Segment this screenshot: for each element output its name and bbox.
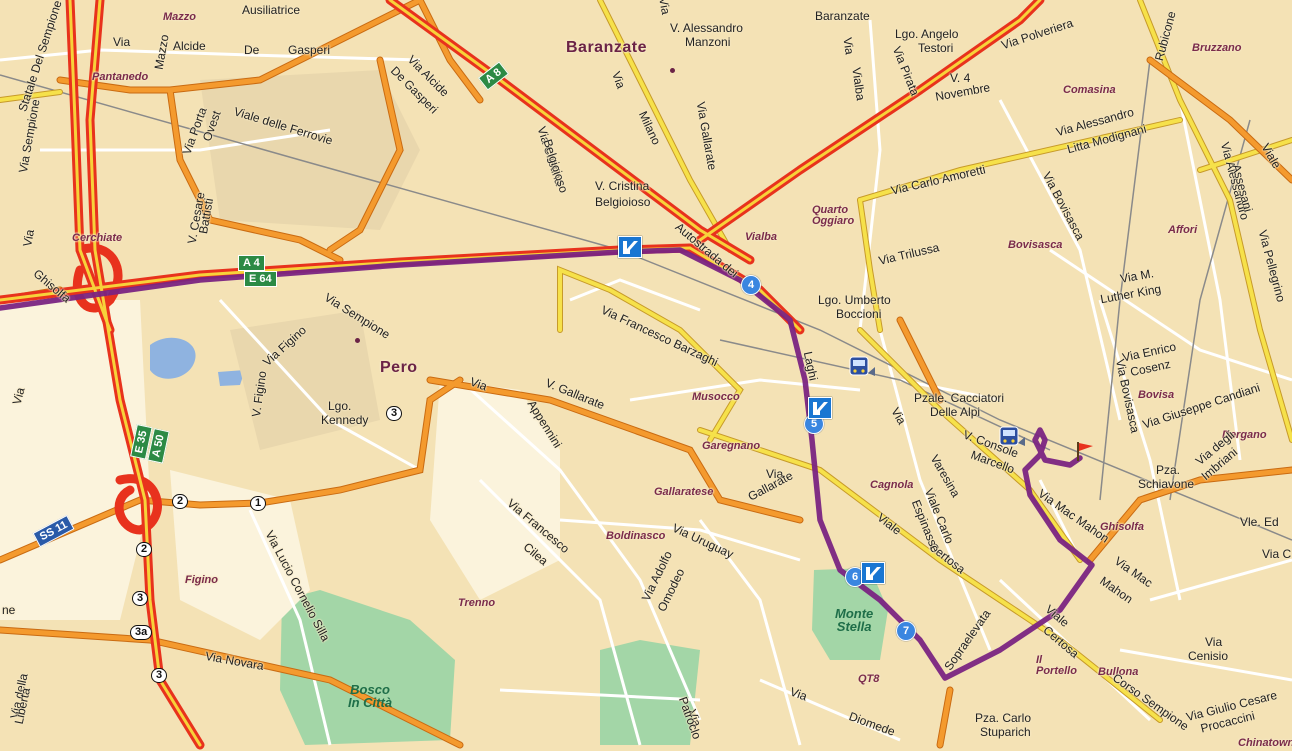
- town-dot-pero: [355, 338, 360, 343]
- suburb-bruzzano: Bruzzano: [1192, 42, 1242, 54]
- street-label: Kennedy: [321, 413, 369, 427]
- street-label: V. 4: [950, 71, 971, 85]
- street-label: Alcide: [173, 39, 206, 53]
- secondary-roads: [0, 0, 1292, 722]
- open-area-center: [430, 380, 560, 600]
- suburb-gallaratese: Gallaratese: [654, 486, 714, 498]
- street-label: V. Cristina: [595, 179, 650, 193]
- train-station-icon[interactable]: [998, 425, 1026, 449]
- highway-exit-icon[interactable]: [861, 562, 885, 584]
- street-label: Pza.: [1156, 463, 1181, 477]
- street-label: Boccioni: [836, 307, 882, 321]
- lake-pero: [150, 337, 196, 379]
- suburb-bovisasca: Bovisasca: [1008, 239, 1063, 251]
- rail-lines: [0, 59, 1292, 541]
- street-label: Pzale. Cacciatori: [914, 391, 1005, 405]
- suburb-mazzo: Mazzo: [163, 11, 196, 23]
- street-label: Lgo.: [328, 399, 352, 413]
- suburb-bullona: Bullona: [1098, 666, 1139, 678]
- destination-flag-icon[interactable]: [1074, 440, 1096, 462]
- street-label: Via: [1205, 635, 1223, 649]
- suburb-quarto-oggiaro: Quarto Oggiaro: [812, 204, 855, 227]
- exit-badge: 3a: [130, 625, 153, 640]
- street-label: Delle Alpi: [930, 405, 981, 419]
- suburb-affori: Affori: [1168, 224, 1198, 236]
- street-label: De: [244, 43, 260, 57]
- exit-badge: 1: [250, 496, 267, 511]
- street-label: Stuparich: [980, 725, 1031, 739]
- street-label: Via: [113, 35, 131, 49]
- train-station-icon[interactable]: [848, 355, 876, 379]
- suburb-ghisolfa: Ghisolfa: [1100, 521, 1145, 533]
- exit-badge: 2: [136, 542, 153, 557]
- street-label: Schiavone: [1138, 477, 1195, 491]
- suburb-dergano: Dergano: [1222, 429, 1267, 441]
- exit-badge: 2: [172, 494, 189, 509]
- suburb-vialba: Vialba: [745, 231, 777, 243]
- street-label: Testori: [918, 41, 954, 55]
- suburb-boldinasco: Boldinasco: [606, 530, 666, 542]
- street-label: Gasperi: [288, 43, 331, 57]
- street-label: Baranzate: [815, 9, 870, 23]
- street-label: Vle. Ed: [1240, 515, 1279, 529]
- highway-exit-icon[interactable]: [808, 397, 832, 419]
- suburb-musocco: Musocco: [692, 391, 740, 403]
- street-label: Via: [20, 228, 37, 248]
- park-bosco-in-citta: [280, 590, 455, 745]
- street-label: Lgo. Umberto: [818, 293, 891, 307]
- suburb-garegnano: Garegnano: [702, 440, 761, 452]
- road-shield-a4: A 4: [238, 255, 265, 271]
- street-label: Via: [840, 36, 857, 56]
- street-label: Pza. Carlo: [975, 711, 1032, 725]
- suburb-trenno: Trenno: [458, 597, 496, 609]
- minor-roads: [0, 19, 1292, 746]
- town-dot-baranzate: [670, 68, 675, 73]
- industrial-area: [200, 70, 420, 230]
- exit-badge: 3: [151, 668, 168, 683]
- town-label-pero: Pero: [380, 359, 418, 376]
- suburb-il-portello: Il Portello: [1036, 654, 1077, 677]
- street-label: Via C: [1262, 547, 1292, 561]
- lake-small: [218, 370, 245, 386]
- street-label: V. Alessandro: [670, 21, 743, 35]
- suburb-bovisa: Bovisa: [1138, 389, 1175, 401]
- town-label-baranzate: Baranzate: [566, 39, 647, 56]
- industrial-area-2: [230, 310, 380, 450]
- street-label: Lgo. Angelo: [895, 27, 959, 41]
- park-small: [600, 640, 700, 745]
- park-label-monte-stella: Monte Stella: [835, 606, 874, 634]
- street-label: Via: [766, 467, 784, 481]
- suburb-qt8: QT8: [858, 673, 880, 685]
- street-label: Belgioioso: [595, 195, 651, 209]
- open-area-south: [170, 470, 310, 640]
- open-area-west: [0, 300, 150, 620]
- suburb-chinatown: Chinatown: [1238, 737, 1292, 749]
- suburb-figino: Figino: [185, 574, 218, 586]
- suburb-cerchiate: Cerchiate: [72, 232, 123, 244]
- suburb-cagnola: Cagnola: [870, 479, 914, 491]
- road-shield-e64: E 64: [244, 271, 277, 287]
- street-label: Manzoni: [685, 35, 731, 49]
- exit-badge: 3: [386, 406, 403, 421]
- highway-exit-icon[interactable]: [618, 236, 642, 258]
- route-line: [0, 247, 1095, 681]
- street-label: Via: [656, 0, 673, 16]
- waypoint-7[interactable]: 7: [896, 621, 916, 641]
- suburb-comasina: Comasina: [1063, 84, 1116, 96]
- park-label-bosco-in-citta: Bosco In Città: [348, 682, 393, 710]
- street-label: Cenisio: [1188, 649, 1229, 663]
- street-label: ne: [2, 603, 16, 617]
- suburb-pantanedo: Pantanedo: [92, 71, 149, 83]
- street-label: Ausiliatrice: [242, 3, 301, 17]
- waypoint-4[interactable]: 4: [741, 275, 761, 295]
- exit-badge: 3: [132, 591, 149, 606]
